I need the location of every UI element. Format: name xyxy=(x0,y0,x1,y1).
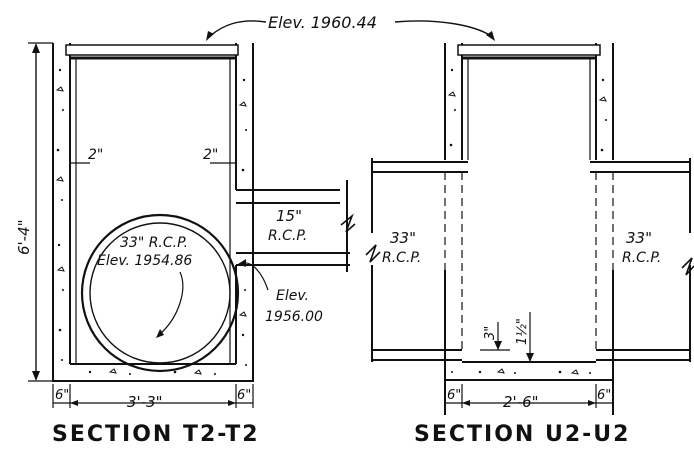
t2-bottom-left-wall: 6" xyxy=(55,388,69,403)
elevation-leader-left xyxy=(209,20,267,37)
elevation-arrow-left xyxy=(206,31,214,41)
inlet-elev-leader xyxy=(243,262,269,291)
elevation-arrow-right xyxy=(486,31,495,41)
drop-dimensions xyxy=(480,312,545,363)
top-elevation-label: Elev. 1960.44 xyxy=(268,13,377,32)
u2-bottom-right-wall: 6" xyxy=(597,388,611,403)
t2-bottom-right-wall: 6" xyxy=(237,388,251,403)
inlet-pipe-type: R.C.P. xyxy=(268,228,307,244)
u2-drop-a: 3" xyxy=(483,326,498,340)
inlet-pipe-size: 15" xyxy=(276,207,302,225)
t2-bottom-width: 3'-3" xyxy=(127,393,163,411)
main-pipe-size: 33" R.C.P. xyxy=(120,235,188,251)
height-dimension xyxy=(28,42,53,382)
u2-left-pipe-size: 33" xyxy=(390,229,416,247)
u2-left-pipe-type: R.C.P. xyxy=(382,250,421,266)
clear-dim-right: 2" xyxy=(203,147,218,163)
u2-right-pipe-size: 33" xyxy=(626,229,652,247)
bottom-dims-t2 xyxy=(52,384,254,408)
u2-bottom-width: 2'-6" xyxy=(503,393,539,411)
pipe-elev-leader xyxy=(159,271,184,335)
pipe-elev-arrow xyxy=(156,329,164,338)
bottom-dims-u2 xyxy=(444,384,614,408)
height-dim-label: 6'-4" xyxy=(15,219,33,255)
u2-bottom-left-wall: 6" xyxy=(447,388,461,403)
main-pipe-elevation: Elev. 1954.86 xyxy=(97,253,192,269)
u2-drop-b: 1½" xyxy=(515,318,530,345)
section-u2-title: SECTION U2-U2 xyxy=(414,422,630,447)
inlet-elev-value: 1956.00 xyxy=(265,309,323,325)
section-t2-title: SECTION T2-T2 xyxy=(52,422,260,447)
u2-right-pipe-type: R.C.P. xyxy=(622,250,661,266)
elevation-leader-right xyxy=(394,20,492,37)
inlet-elev-arrow xyxy=(238,259,246,267)
clear-dim-left: 2" xyxy=(88,147,103,163)
inlet-elev-label: Elev. xyxy=(276,288,309,304)
section-t2-drawing xyxy=(52,43,356,382)
